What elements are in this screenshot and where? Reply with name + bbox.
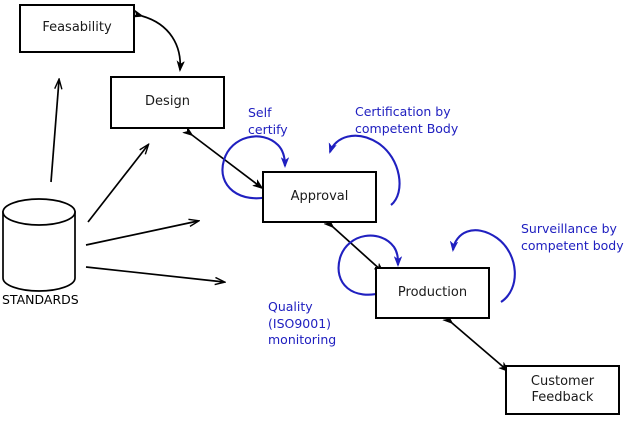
node-production[interactable]: Production [375, 267, 490, 319]
loop-surveillance-competent-body [453, 229, 516, 303]
edge-feasability-design [142, 16, 180, 70]
node-standards-label: STANDARDS [2, 292, 79, 307]
loop-quality-monitoring [337, 234, 398, 296]
loop-self-certify [221, 135, 285, 200]
edge-production-customer-feedback [452, 323, 508, 371]
edge-standards-approval [85, 221, 198, 246]
edge-approval-production [333, 227, 383, 272]
node-feasability-label: Feasability [42, 20, 112, 36]
label-quality-iso9001-monitoring: Quality (ISO9001) monitoring [268, 299, 337, 347]
label-self-certify: Self certify [248, 105, 288, 137]
node-production-label: Production [397, 284, 468, 300]
node-approval-label: Approval [290, 188, 349, 204]
node-customer-feedback-label: Customer Feedback [530, 373, 595, 405]
edge-design-approval [192, 135, 262, 188]
node-customer-feedback[interactable]: Customer Feedback [505, 365, 620, 415]
edge-standards-production [85, 266, 224, 282]
label-certification-by-competent-body: Certification by competent Body [355, 104, 459, 136]
node-approval[interactable]: Approval [262, 171, 377, 223]
edge-standards-design [87, 145, 148, 223]
loop-certification-competent-body [330, 134, 401, 206]
node-design[interactable]: Design [110, 76, 225, 129]
edge-standards-feasability [50, 80, 59, 183]
node-design-label: Design [145, 94, 190, 110]
standards-cylinder-shape [2, 198, 76, 292]
label-surveillance-by-competent-body: Surveillance by competent body [521, 221, 624, 253]
node-feasability[interactable]: Feasability [19, 4, 135, 53]
